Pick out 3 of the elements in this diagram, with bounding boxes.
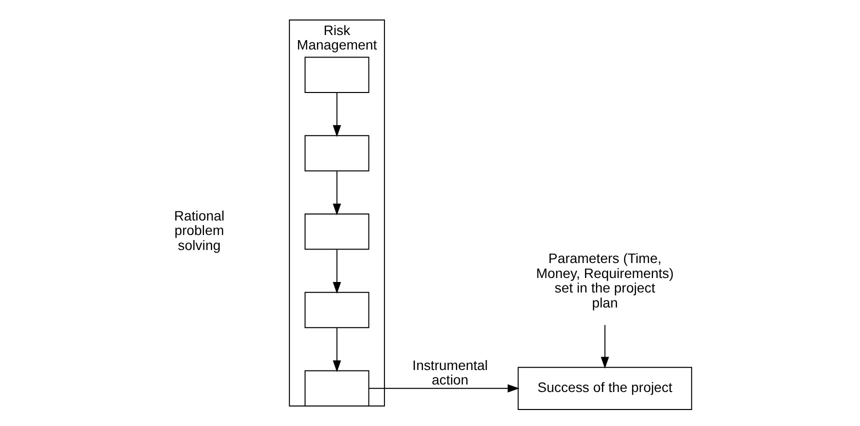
- edge-label: Instrumental action: [412, 358, 488, 388]
- node-text: Parameters (Time, Money, Requirements) set in the project plan: [536, 251, 674, 310]
- label: Rational problem solving: [174, 208, 224, 253]
